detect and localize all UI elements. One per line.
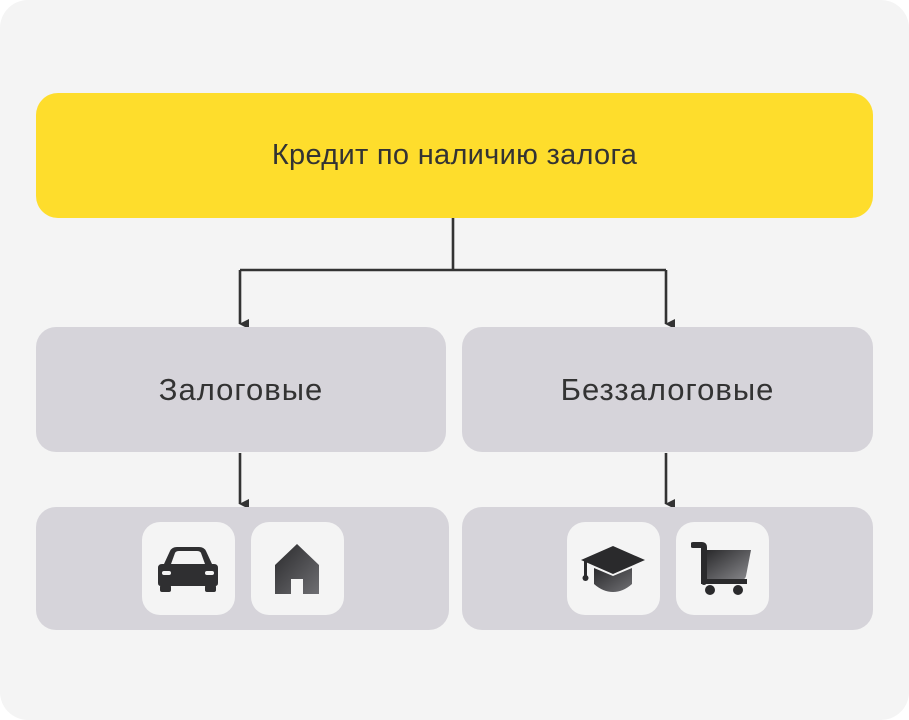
secured-examples [36, 507, 449, 630]
shopping-cart-tile [675, 522, 769, 615]
unsecured-examples [462, 507, 873, 630]
shopping-cart-icon [691, 541, 751, 595]
unsecured-node-label: Беззалоговые [560, 371, 775, 407]
house-icon [275, 543, 319, 594]
root-node: Кредит по наличию залога [36, 93, 873, 218]
secured-node: Залоговые [36, 327, 446, 452]
graduation-cap-tile [566, 522, 660, 615]
secured-node-label: Залоговые [158, 371, 324, 407]
car-icon [158, 546, 218, 592]
car-tile [141, 522, 235, 615]
root-node-label: Кредит по наличию залога [271, 139, 638, 171]
house-tile [250, 522, 344, 615]
graduation-cap-icon [581, 545, 645, 592]
unsecured-node: Беззалоговые [462, 327, 873, 452]
